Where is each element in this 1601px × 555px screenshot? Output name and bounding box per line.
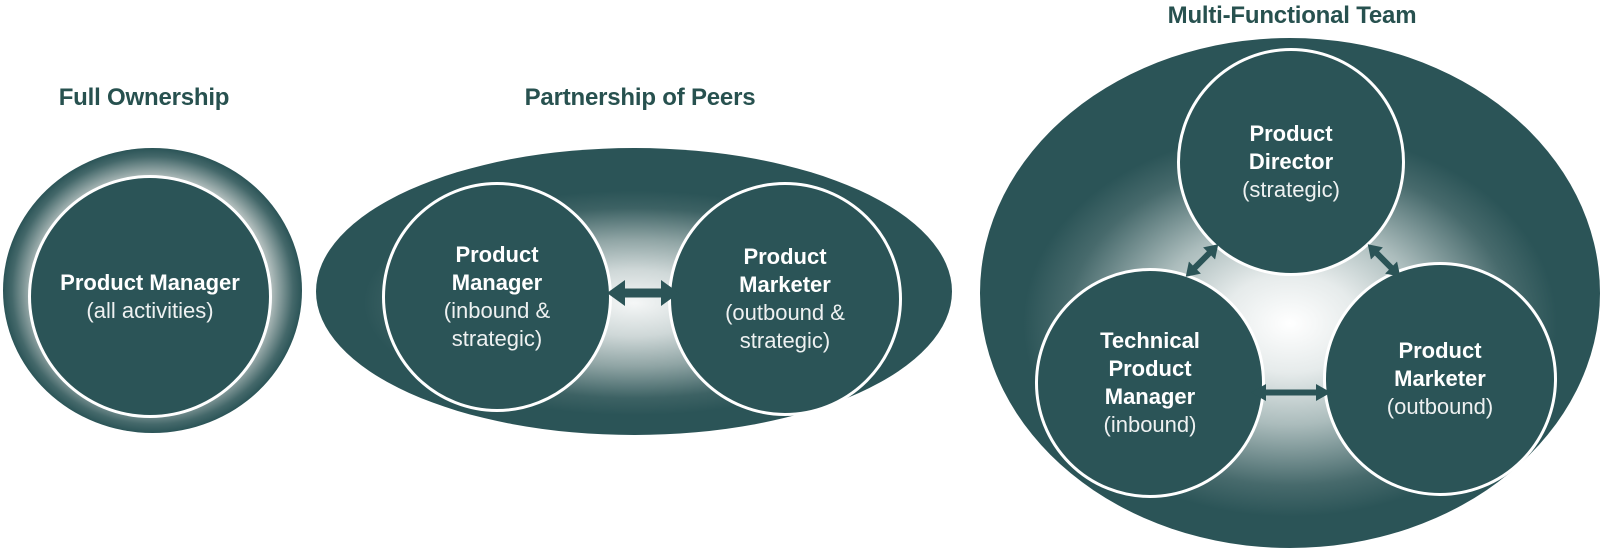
role-scope: (outbound): [1386, 394, 1494, 419]
circle-label: Technical Product Manager (inbound): [1075, 327, 1225, 439]
circle-label: Product Marketer (outbound): [1365, 337, 1515, 421]
double-arrow-icon: [1251, 384, 1331, 401]
circle-technical-product-manager: Technical Product Manager (inbound): [1035, 268, 1265, 498]
role-name: Product Manager: [60, 269, 240, 295]
circle-label: Product Director (strategic): [1216, 120, 1366, 204]
role-name: Product Marketer: [739, 244, 831, 297]
circle-product-manager-all: Product Manager (all activities): [28, 175, 272, 418]
role-name: Product Director: [1248, 121, 1334, 174]
double-arrow-icon: [1180, 238, 1225, 283]
circle-product-director: Product Director (strategic): [1177, 48, 1405, 276]
role-name: Technical Product Manager: [1100, 328, 1200, 409]
role-scope: (strategic): [1242, 177, 1340, 202]
partnership-title: Partnership of Peers: [524, 84, 756, 111]
role-scope: (inbound & strategic): [443, 298, 551, 351]
double-arrow-icon: [607, 280, 679, 306]
circle-label: Product Marketer (outbound & strategic): [709, 243, 861, 355]
circle-label: Product Manager (inbound & strategic): [421, 241, 573, 353]
role-name: Product Marketer: [1394, 338, 1486, 391]
double-arrow-icon: [1362, 238, 1407, 283]
circle-product-marketer: Product Marketer (outbound): [1323, 262, 1557, 496]
role-scope: (all activities): [86, 297, 214, 323]
role-name: Product Manager: [451, 242, 543, 295]
role-scope: (inbound): [1103, 412, 1197, 437]
circle-label: Product Manager (all activities): [60, 269, 240, 325]
role-scope: (outbound & strategic): [725, 300, 845, 353]
full-ownership-title: Full Ownership: [58, 84, 230, 111]
circle-product-manager-inbound: Product Manager (inbound & strategic): [382, 182, 612, 412]
circle-product-marketer-outbound: Product Marketer (outbound & strategic): [668, 182, 902, 416]
multi-functional-title: Multi-Functional Team: [1167, 2, 1417, 29]
